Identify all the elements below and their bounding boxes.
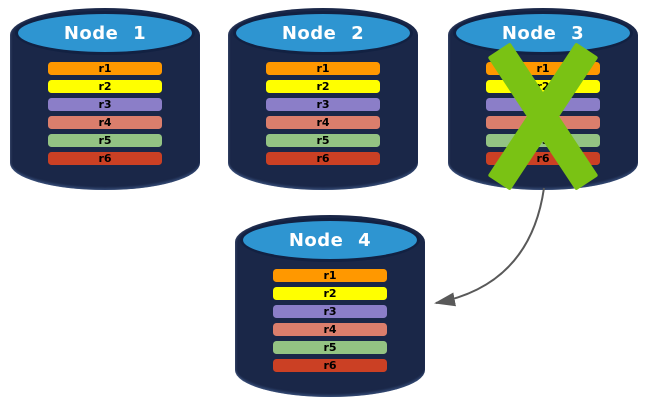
partition-bar-r3: r3: [273, 305, 387, 318]
node-3-title: Node 3: [501, 22, 585, 44]
partition-bar-r3: r3: [266, 98, 380, 111]
partition-bar-r2: r2: [273, 287, 387, 300]
node-1-cylinder-top: Node 1: [15, 11, 195, 55]
node-4: Node 4 r1 r2 r3 r4 r5 r6: [235, 215, 425, 397]
partition-bar-r5: r5: [48, 134, 162, 147]
partition-bar-r2: r2: [48, 80, 162, 93]
node-2-cylinder-top: Node 2: [233, 11, 413, 55]
node-4-cylinder-top: Node 4: [240, 218, 420, 262]
node-failure-x-icon: [448, 8, 638, 191]
partition-bar-r1: r1: [48, 62, 162, 75]
partition-bar-r6: r6: [48, 152, 162, 165]
node-3-cylinder-top: Node 3: [453, 11, 633, 55]
node-2: Node 2 r1 r2 r3 r4 r5 r6: [228, 8, 418, 190]
partition-bar-r1: r1: [273, 269, 387, 282]
partition-bar-r4: r4: [273, 323, 387, 336]
node-1-title: Node 1: [63, 22, 147, 44]
partition-bar-r2: r2: [266, 80, 380, 93]
node-4-title: Node 4: [288, 229, 372, 251]
node-1-partitions: r1 r2 r3 r4 r5 r6: [48, 62, 162, 170]
node-2-partitions: r1 r2 r3 r4 r5 r6: [266, 62, 380, 170]
failover-arrow-curve: [434, 187, 545, 307]
node-4-partitions: r1 r2 r3 r4 r5 r6: [273, 269, 387, 377]
partition-bar-r6: r6: [266, 152, 380, 165]
partition-bar-r5: r5: [273, 341, 387, 354]
node-3: Node 3 r1 r2 r3 r4 r5 r6: [448, 8, 638, 191]
partition-bar-r6: r6: [273, 359, 387, 372]
partition-bar-r4: r4: [266, 116, 380, 129]
node-2-title: Node 2: [281, 22, 365, 44]
partition-bar-r1: r1: [266, 62, 380, 75]
node-1: Node 1 r1 r2 r3 r4 r5 r6: [10, 8, 200, 190]
partition-bar-r3: r3: [48, 98, 162, 111]
partition-bar-r4: r4: [48, 116, 162, 129]
partition-bar-r5: r5: [266, 134, 380, 147]
